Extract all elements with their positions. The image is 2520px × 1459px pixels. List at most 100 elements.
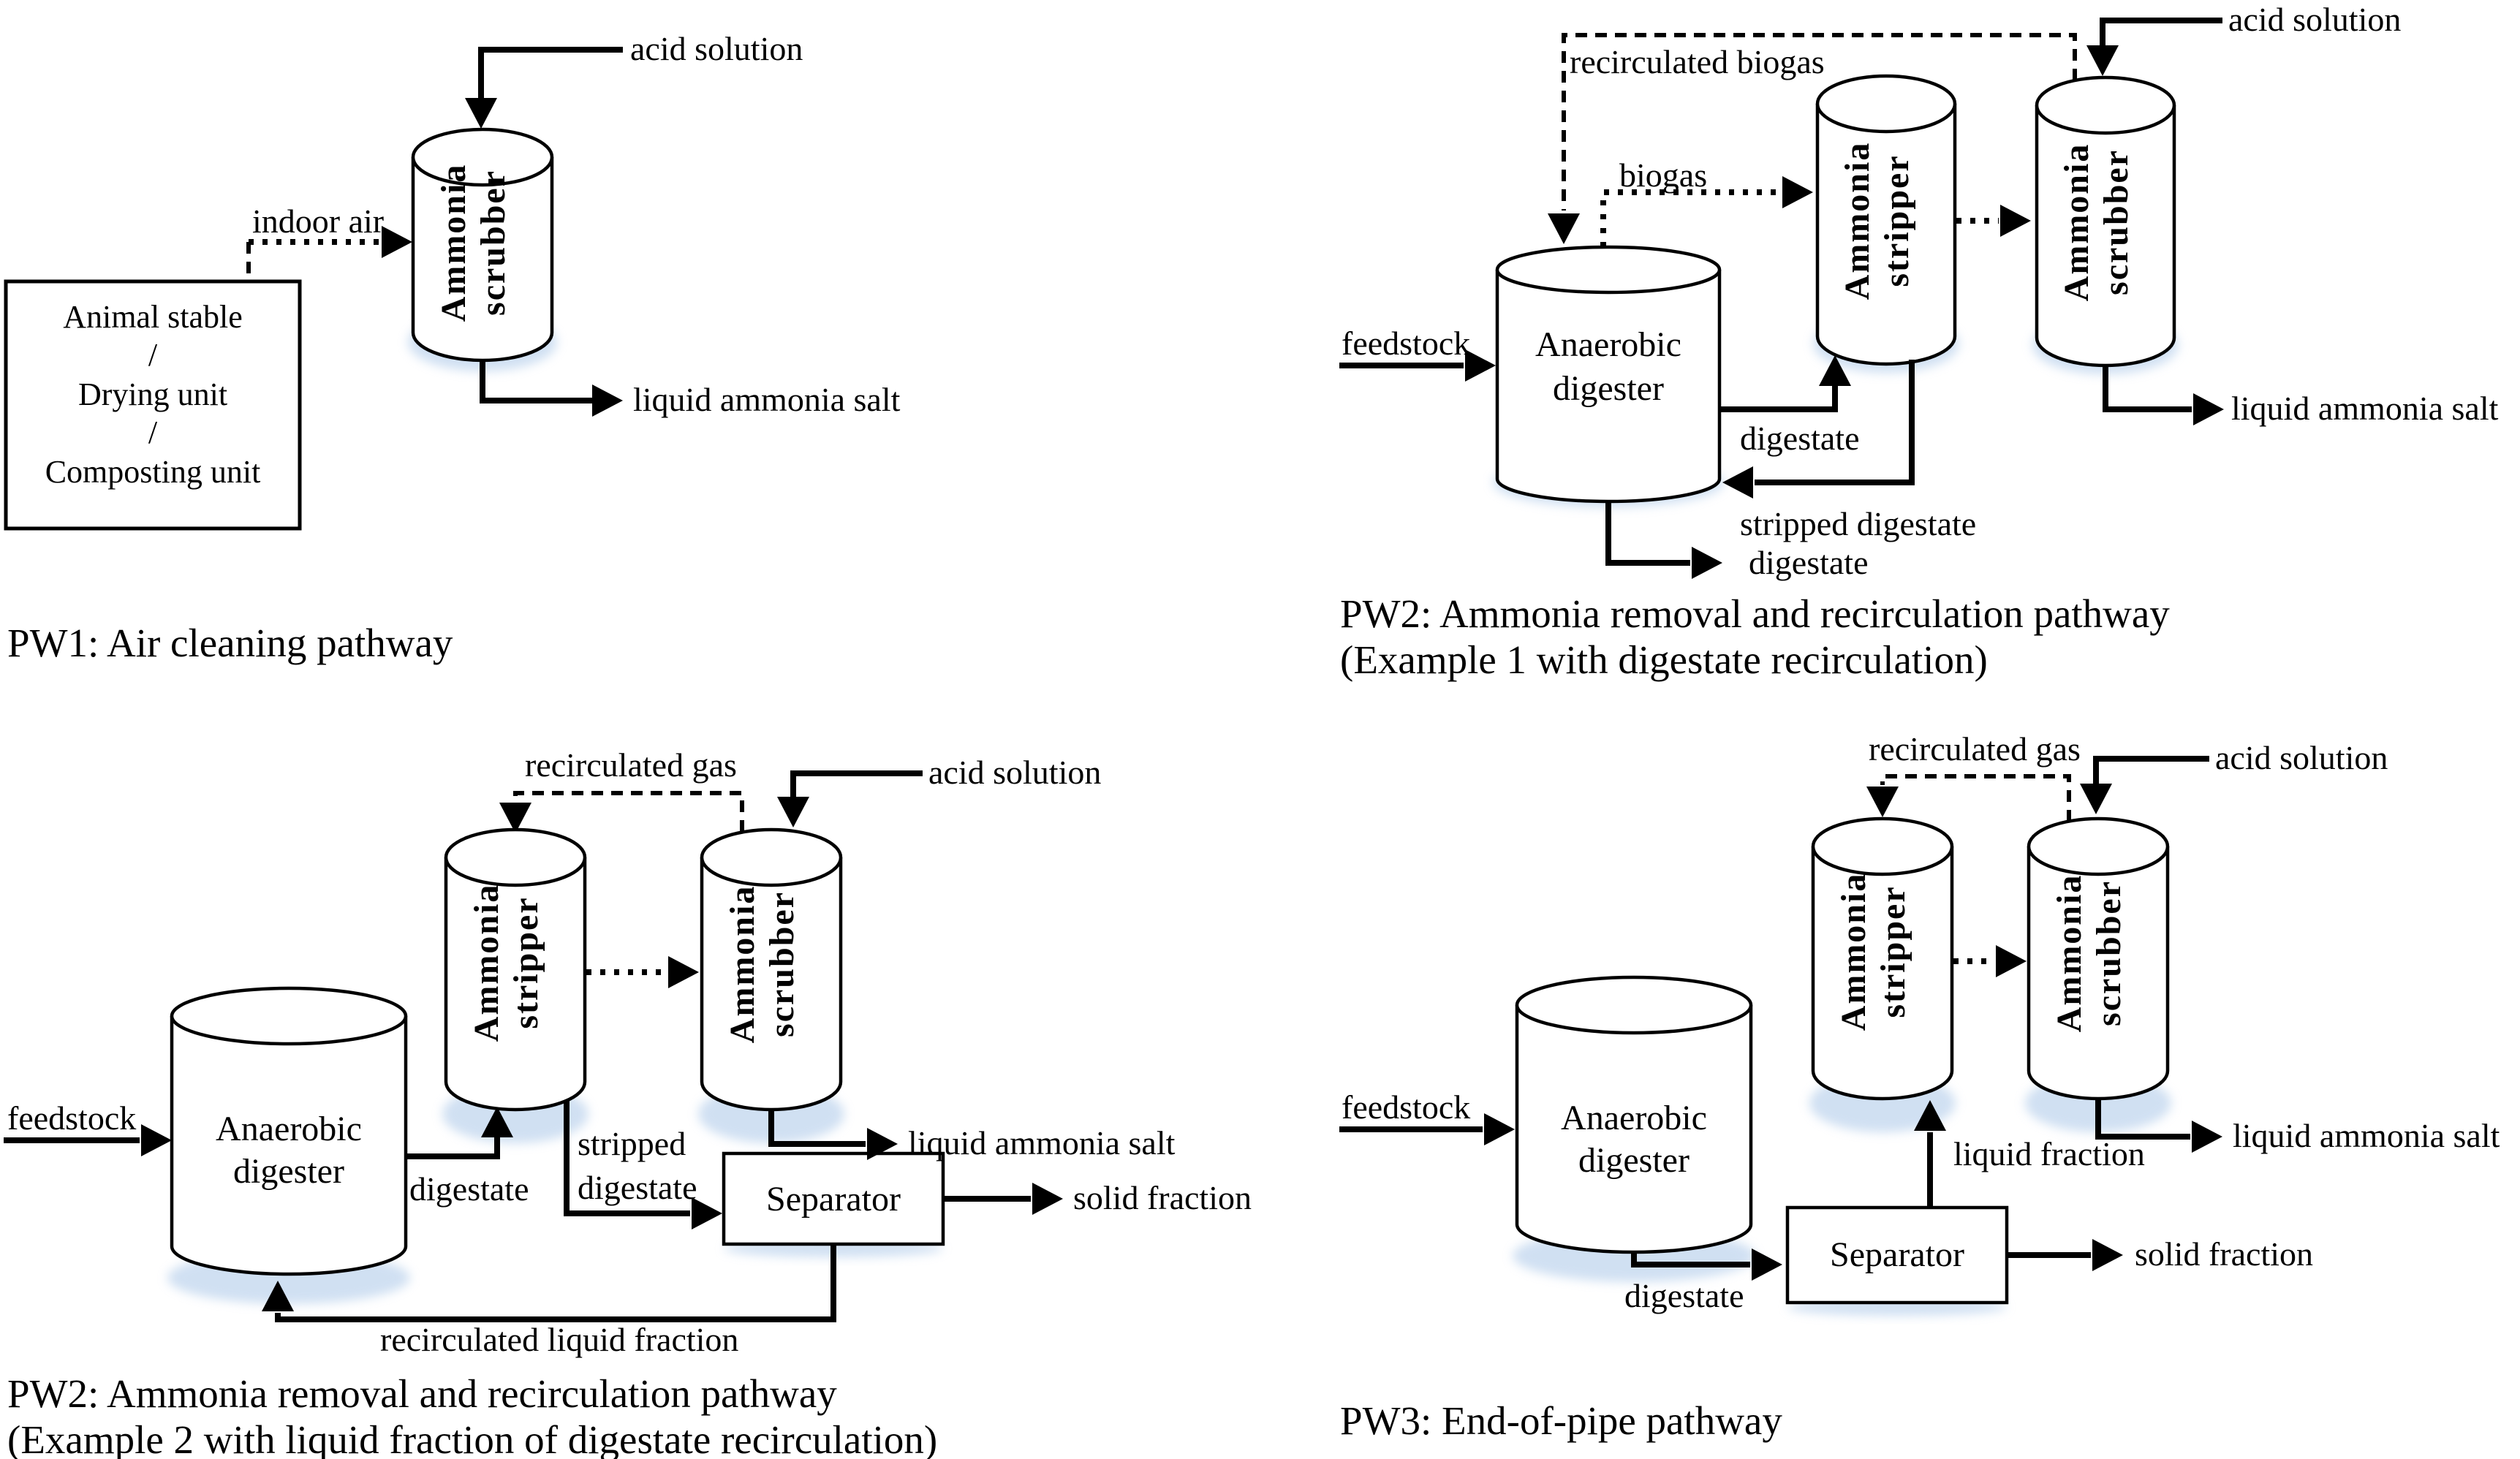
- scrubber-label-line2: scrubber: [2097, 149, 2135, 295]
- digester-label-line1: Anaerobic: [216, 1110, 362, 1148]
- arrowhead-right-icon: [2092, 1239, 2123, 1271]
- anaerobic-digester-cylinder: [1495, 270, 1722, 504]
- stripper-label-line1: Ammonia: [1838, 142, 1877, 300]
- digestate-line: [1631, 1252, 1750, 1267]
- panel-pw3: recirculated gas acid solution Ammonia s…: [1339, 730, 2500, 1443]
- digester-label-line2: digester: [1553, 369, 1664, 408]
- biogas-dotted-line: [1600, 189, 1781, 247]
- arrowhead-up-icon: [481, 1107, 513, 1137]
- source-box-line4: /: [148, 414, 158, 450]
- acid-solution-label: acid solution: [928, 754, 1101, 791]
- scrubber-output-line: [2103, 365, 2192, 412]
- liquid-ammonia-salt-label: liquid ammonia salt: [2233, 1117, 2500, 1154]
- source-box-line2: /: [148, 337, 158, 373]
- recirculated-liquid-fraction-line: [275, 1244, 836, 1322]
- ammonia-scrubber-cylinder: [411, 157, 554, 363]
- acid-solution-line: [478, 47, 623, 98]
- anaerobic-digester-cylinder-top: [1495, 245, 1722, 295]
- feedstock-label: feedstock: [1342, 1088, 1470, 1126]
- digester-label-line2: digester: [233, 1152, 344, 1191]
- arrowhead-right-icon: [2000, 205, 2031, 237]
- indoor-air-label: indoor air: [252, 202, 384, 240]
- source-units-box: [4, 279, 302, 531]
- arrowhead-right-icon: [382, 226, 412, 258]
- panel-pw2-example1: feedstock Anaerobic digester recirculate…: [1339, 1, 2499, 682]
- stripped-digestate-label-line2: digestate: [578, 1169, 697, 1206]
- recirculated-gas-label: recirculated gas: [1869, 730, 2081, 768]
- scrubber-label-line1: Ammonia: [723, 885, 762, 1044]
- solid-fraction-label: solid fraction: [2135, 1235, 2313, 1273]
- digester-label-line2: digester: [1578, 1141, 1690, 1180]
- anaerobic-digester-cylinder-top: [170, 986, 408, 1046]
- feedstock-label: feedstock: [7, 1099, 136, 1137]
- arrowhead-down-icon: [777, 797, 809, 827]
- acid-solution-line: [790, 770, 923, 797]
- arrowhead-up-icon: [1819, 355, 1851, 386]
- separator-label: Separator: [1830, 1235, 1964, 1274]
- digestate-label: digestate: [1740, 420, 1860, 457]
- scrubber-output-line: [768, 1110, 866, 1147]
- pw2ex2-caption-line2: (Example 2 with liquid fraction of diges…: [7, 1417, 937, 1459]
- ammonia-scrubber-cylinder-top: [411, 127, 554, 187]
- liquid-fraction-label: liquid fraction: [1953, 1135, 2145, 1172]
- arrowhead-down-icon: [1866, 787, 1899, 817]
- stripped-digestate-line: [564, 1100, 690, 1216]
- feedstock-label: feedstock: [1342, 325, 1470, 362]
- ammonia-stripper-cylinder-top: [444, 827, 587, 887]
- acid-solution-label: acid solution: [2228, 1, 2401, 38]
- stripped-digestate-label: stripped digestate: [1740, 505, 1976, 542]
- arrowhead-right-icon: [1465, 349, 1496, 382]
- arrowhead-right-icon: [1782, 176, 1813, 208]
- recirculated-gas-line: [1880, 774, 2071, 822]
- stripper-label-line2: stripper: [1874, 885, 1912, 1017]
- ammonia-scrubber-cylinder: [2035, 105, 2176, 368]
- arrowhead-up-icon: [1914, 1100, 1946, 1131]
- digestate-out-line: [1605, 501, 1690, 566]
- separator-label: Separator: [766, 1180, 901, 1219]
- stripper-label-line2: stripper: [507, 896, 545, 1028]
- recirculated-biogas-label: recirculated biogas: [1570, 43, 1825, 80]
- arrowhead-right-icon: [1752, 1248, 1782, 1281]
- scrubber-label-line1: Ammonia: [2057, 143, 2096, 302]
- separator-box: [1785, 1205, 2009, 1305]
- ammonia-stripper-cylinder: [444, 857, 587, 1112]
- liquid-ammonia-salt-label: liquid ammonia salt: [633, 381, 901, 418]
- recirculated-gas-line: [513, 791, 744, 832]
- stripped-digestate-label-line1: stripped: [578, 1125, 686, 1162]
- ammonia-stripper-cylinder: [1815, 104, 1957, 366]
- scrubber-label-line2: scrubber: [474, 170, 512, 316]
- arrowhead-right-icon: [2193, 393, 2224, 425]
- digester-label-line1: Anaerobic: [1535, 325, 1681, 364]
- stripper-label-line1: Ammonia: [1834, 873, 1873, 1031]
- digestate-label: digestate: [409, 1170, 529, 1208]
- liquid-ammonia-salt-label: liquid ammonia salt: [2231, 390, 2499, 427]
- source-box-line1: Animal stable: [63, 299, 243, 335]
- pw2ex1-caption-line1: PW2: Ammonia removal and recirculation p…: [1340, 591, 2170, 636]
- separator-box: [722, 1151, 945, 1246]
- scrubber-label-line2: scrubber: [2089, 880, 2128, 1026]
- pw3-caption: PW3: End-of-pipe pathway: [1340, 1398, 1782, 1443]
- scrubber-output-line: [2095, 1099, 2190, 1140]
- arrowhead-left-icon: [1722, 466, 1753, 499]
- ammonia-scrubber-cylinder-top: [2027, 816, 2170, 876]
- arrowhead-right-icon: [668, 956, 699, 988]
- arrowhead-right-icon: [592, 384, 623, 417]
- arrowhead-right-icon: [867, 1128, 898, 1160]
- ammonia-scrubber-cylinder-top: [700, 827, 843, 887]
- pw1-caption: PW1: Air cleaning pathway: [7, 621, 453, 665]
- pw2ex1-caption-line2: (Example 1 with digestate recirculation): [1340, 637, 1988, 682]
- recirculated-gas-label: recirculated gas: [525, 746, 737, 784]
- stripper-label-line1: Ammonia: [467, 884, 506, 1042]
- ammonia-scrubber-cylinder-top: [2035, 75, 2176, 135]
- ammonia-stripper-cylinder-top: [1815, 74, 1957, 134]
- digestate-out-label: digestate: [1749, 544, 1869, 581]
- acid-solution-label: acid solution: [630, 30, 803, 67]
- arrowhead-down-icon: [1548, 213, 1580, 244]
- liquid-ammonia-salt-label: liquid ammonia salt: [908, 1124, 1176, 1161]
- ammonia-stripper-cylinder: [1811, 846, 1954, 1101]
- panel-pw2-example2: recirculated gas acid solution Ammonia s…: [4, 746, 1252, 1459]
- panel-pw1: acid solution Ammonia scrubber indoor ai…: [4, 30, 901, 665]
- recirculated-liquid-fraction-label: recirculated liquid fraction: [380, 1321, 738, 1358]
- anaerobic-digester-cylinder-top: [1515, 975, 1753, 1035]
- digestate-line: [406, 1137, 500, 1159]
